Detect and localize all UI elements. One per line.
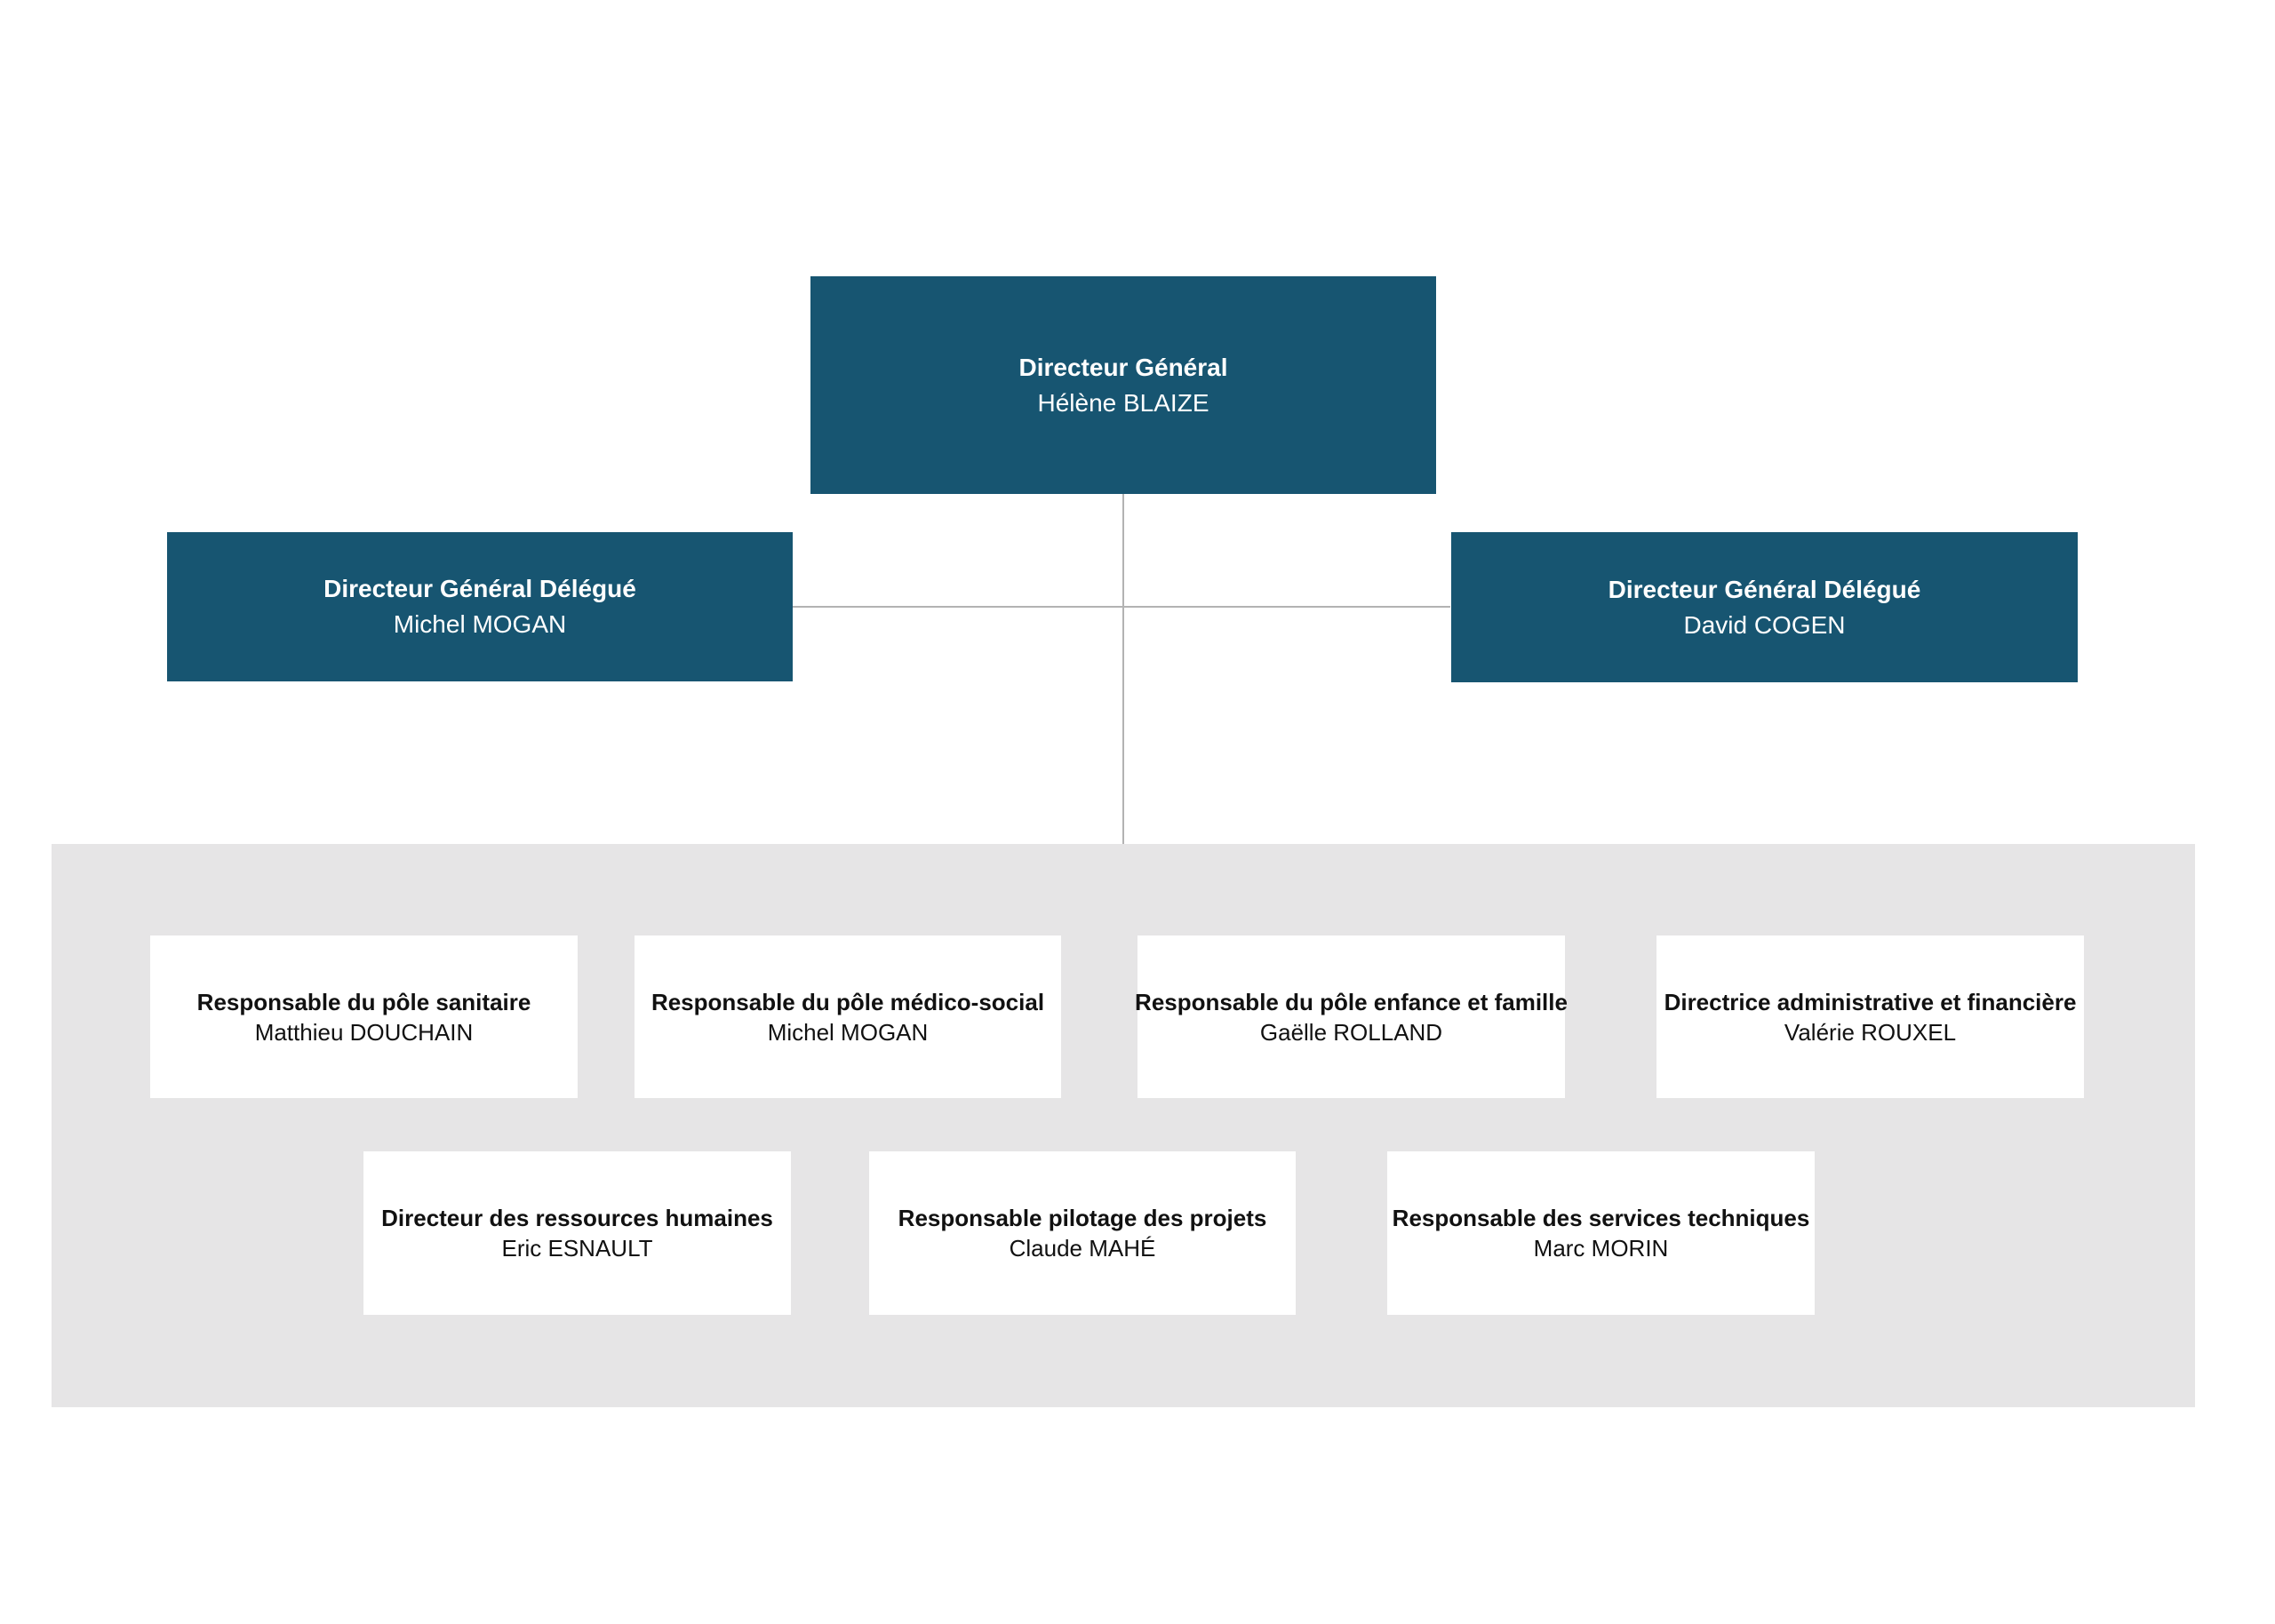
unit-card: Responsable des services techniques Marc…	[1387, 1151, 1815, 1315]
unit-person: Valérie ROUXEL	[1784, 1018, 1957, 1046]
unit-card: Responsable du pôle médico-social Michel…	[635, 935, 1061, 1098]
unit-person: Gaëlle ROLLAND	[1259, 1018, 1443, 1046]
node-person: Hélène BLAIZE	[1037, 388, 1209, 417]
unit-card: Responsable du pôle enfance et famille G…	[1135, 935, 1568, 1098]
unit-card: Directrice administrative et financière …	[1656, 935, 2084, 1098]
unit-card: Responsable du pôle sanitaire Matthieu D…	[150, 935, 578, 1098]
node-deputy-right: Directeur Général Délégué David COGEN	[1451, 532, 2078, 682]
unit-role: Responsable du pôle enfance et famille	[1135, 988, 1568, 1015]
unit-person: Eric ESNAULT	[501, 1235, 653, 1262]
node-role: Directeur Général Délégué	[323, 575, 636, 602]
unit-person: Michel MOGAN	[767, 1018, 929, 1046]
unit-role: Responsable du pôle sanitaire	[196, 988, 531, 1015]
unit-person: Claude MAHÉ	[1009, 1235, 1156, 1262]
node-role: Directeur Général	[1018, 353, 1228, 381]
unit-role: Responsable du pôle médico-social	[651, 988, 1045, 1015]
unit-person: Marc MORIN	[1533, 1235, 1669, 1262]
connector-horizontal	[793, 606, 1450, 608]
node-person: Michel MOGAN	[393, 610, 567, 638]
departments-panel: Responsable du pôle sanitaire Matthieu D…	[52, 844, 2195, 1407]
node-role: Directeur Général Délégué	[1608, 575, 1921, 603]
unit-card: Directeur des ressources humaines Eric E…	[363, 1151, 791, 1315]
node-deputy-left: Directeur Général Délégué Michel MOGAN	[167, 532, 793, 681]
node-person: David COGEN	[1683, 610, 1846, 639]
unit-card: Responsable pilotage des projets Claude …	[869, 1151, 1296, 1315]
unit-person: Matthieu DOUCHAIN	[254, 1018, 474, 1046]
connector-vertical	[1122, 493, 1124, 845]
node-directeur-general: Directeur Général Hélène BLAIZE	[810, 276, 1436, 494]
unit-role: Directeur des ressources humaines	[381, 1205, 773, 1231]
unit-role: Responsable pilotage des projets	[898, 1205, 1267, 1231]
unit-role: Directrice administrative et financière	[1664, 988, 2077, 1015]
unit-role: Responsable des services techniques	[1392, 1205, 1810, 1231]
